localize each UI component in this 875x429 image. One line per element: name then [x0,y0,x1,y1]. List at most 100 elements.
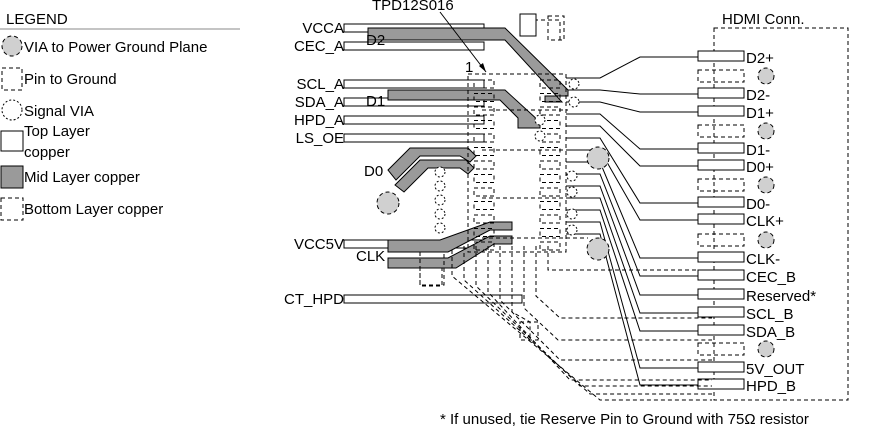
legend: LEGEND VIA to Power Ground Plane Pin to … [0,11,240,221]
pair-label: D1 [366,93,385,110]
signal-trace [566,209,698,332]
chip-pad [473,93,495,102]
footnote: * If unused, tie Reserve Pin to Ground w… [440,411,809,428]
top-layer-icon [0,130,24,152]
left-pin-stub [343,133,485,143]
left-pin-label: HPD_A [294,112,344,129]
hdmi-connector: HDMI Conn. D2+D2-D1+D1-D0+D0-CLK+CLK-CEC… [697,11,849,401]
power-via-icon [757,176,775,194]
signal-trace [566,113,698,150]
signal-trace [566,89,698,95]
signal-trace [566,185,698,296]
signal-trace [566,101,698,113]
connector-pad [697,213,745,225]
connector-pad [697,324,745,336]
chip-pad [539,106,561,116]
power-via-icon [757,340,775,358]
mid-layer-icon [0,165,24,189]
connector-pin-label: Reserved* [746,288,816,305]
power-via-icon [1,35,23,57]
legend-item-label: Top Layer [24,123,90,140]
chip-pad [473,160,495,170]
signal-via-icon [434,208,446,220]
signal-trace [566,56,698,79]
power-via-icon [757,67,775,85]
connector-pad [697,378,745,390]
signal-via-icon [534,130,546,142]
connector-pin-label: SCL_B [746,306,794,323]
d0-trace [387,147,477,181]
legend-item-label: Bottom Layer copper [24,201,163,218]
mid-layer-traces [367,27,569,269]
left-pin-label: LS_OE [296,130,344,147]
chip-pad [473,187,495,197]
power-via-icon [376,191,400,215]
bottom-layer-icon [0,197,24,221]
connector-pad [697,105,745,117]
legend-item-label: copper [24,144,70,161]
chip-pad [473,241,495,251]
power-via-icon [757,231,775,249]
vias [376,78,610,261]
signal-via-icon [566,186,578,198]
chip-pad [473,120,495,129]
pair-label: D2 [366,32,385,49]
ground-pin-icon [697,69,745,83]
chip-pad [473,201,495,210]
connector-title: HDMI Conn. [722,11,805,28]
chip-pad [473,147,495,156]
legend-item-label: Mid Layer copper [24,169,140,186]
connector-pin-label: D1- [746,142,770,159]
signal-via-icon [534,114,546,126]
pin1-marker: 1 [465,59,473,76]
bottom-layer-traces [419,13,712,401]
chip-outline [467,73,567,253]
left-pin-label: SCL_A [296,76,344,93]
chip-pad [473,79,495,89]
connector-pad [697,159,745,171]
signal-via-icon [434,194,446,206]
left-pin-stub [343,115,485,125]
connector-pin-label: CLK- [746,251,780,268]
legend-title: LEGEND [6,11,68,28]
signal-trace [566,173,698,277]
signal-via-icon [566,170,578,182]
signal-trace [566,233,698,386]
left-pin-stub [343,294,523,304]
signal-trace [566,221,698,369]
signal-via-icon [434,180,446,192]
connector-pin-label: HPD_B [746,378,796,395]
left-pin-label: VCC5V [294,236,344,253]
connector-pin-label: CLK+ [746,213,784,230]
d2-trace [367,27,569,103]
pair-label: D0 [364,163,383,180]
chip-pad [473,106,495,116]
ground-pin-icon [697,178,745,192]
connector-pin-label: SDA_B [746,324,795,341]
signal-trace [566,161,698,259]
signal-via-icon [434,166,446,178]
legend-item-label: Signal VIA [24,103,94,120]
chip-pad [539,93,561,102]
chip-pad [473,133,495,143]
connector-pad [697,306,745,318]
left-pin-stub [343,79,485,89]
connector-pin-label: D2+ [746,50,774,67]
signal-via-icon [568,78,580,90]
power-via-icon [586,237,610,261]
left-pin-stub [343,41,485,51]
chip-pad [473,174,495,183]
chip-pad [539,214,561,224]
connector-pin-label: D0+ [746,159,774,176]
power-via-icon [757,122,775,140]
trace-routing: 1 TPD12S016 D2 D1 D0 CLK [343,0,712,401]
connector-pin-label: CEC_B [746,269,796,286]
connector-pin-label: D0- [746,196,770,213]
ground-pin-icon [697,124,745,138]
chip-pad [539,241,561,251]
d1-trace [387,89,541,129]
tpd12s016-chip: 1 TPD12S016 [372,0,567,253]
left-pin-label: CT_HPD [284,291,344,308]
